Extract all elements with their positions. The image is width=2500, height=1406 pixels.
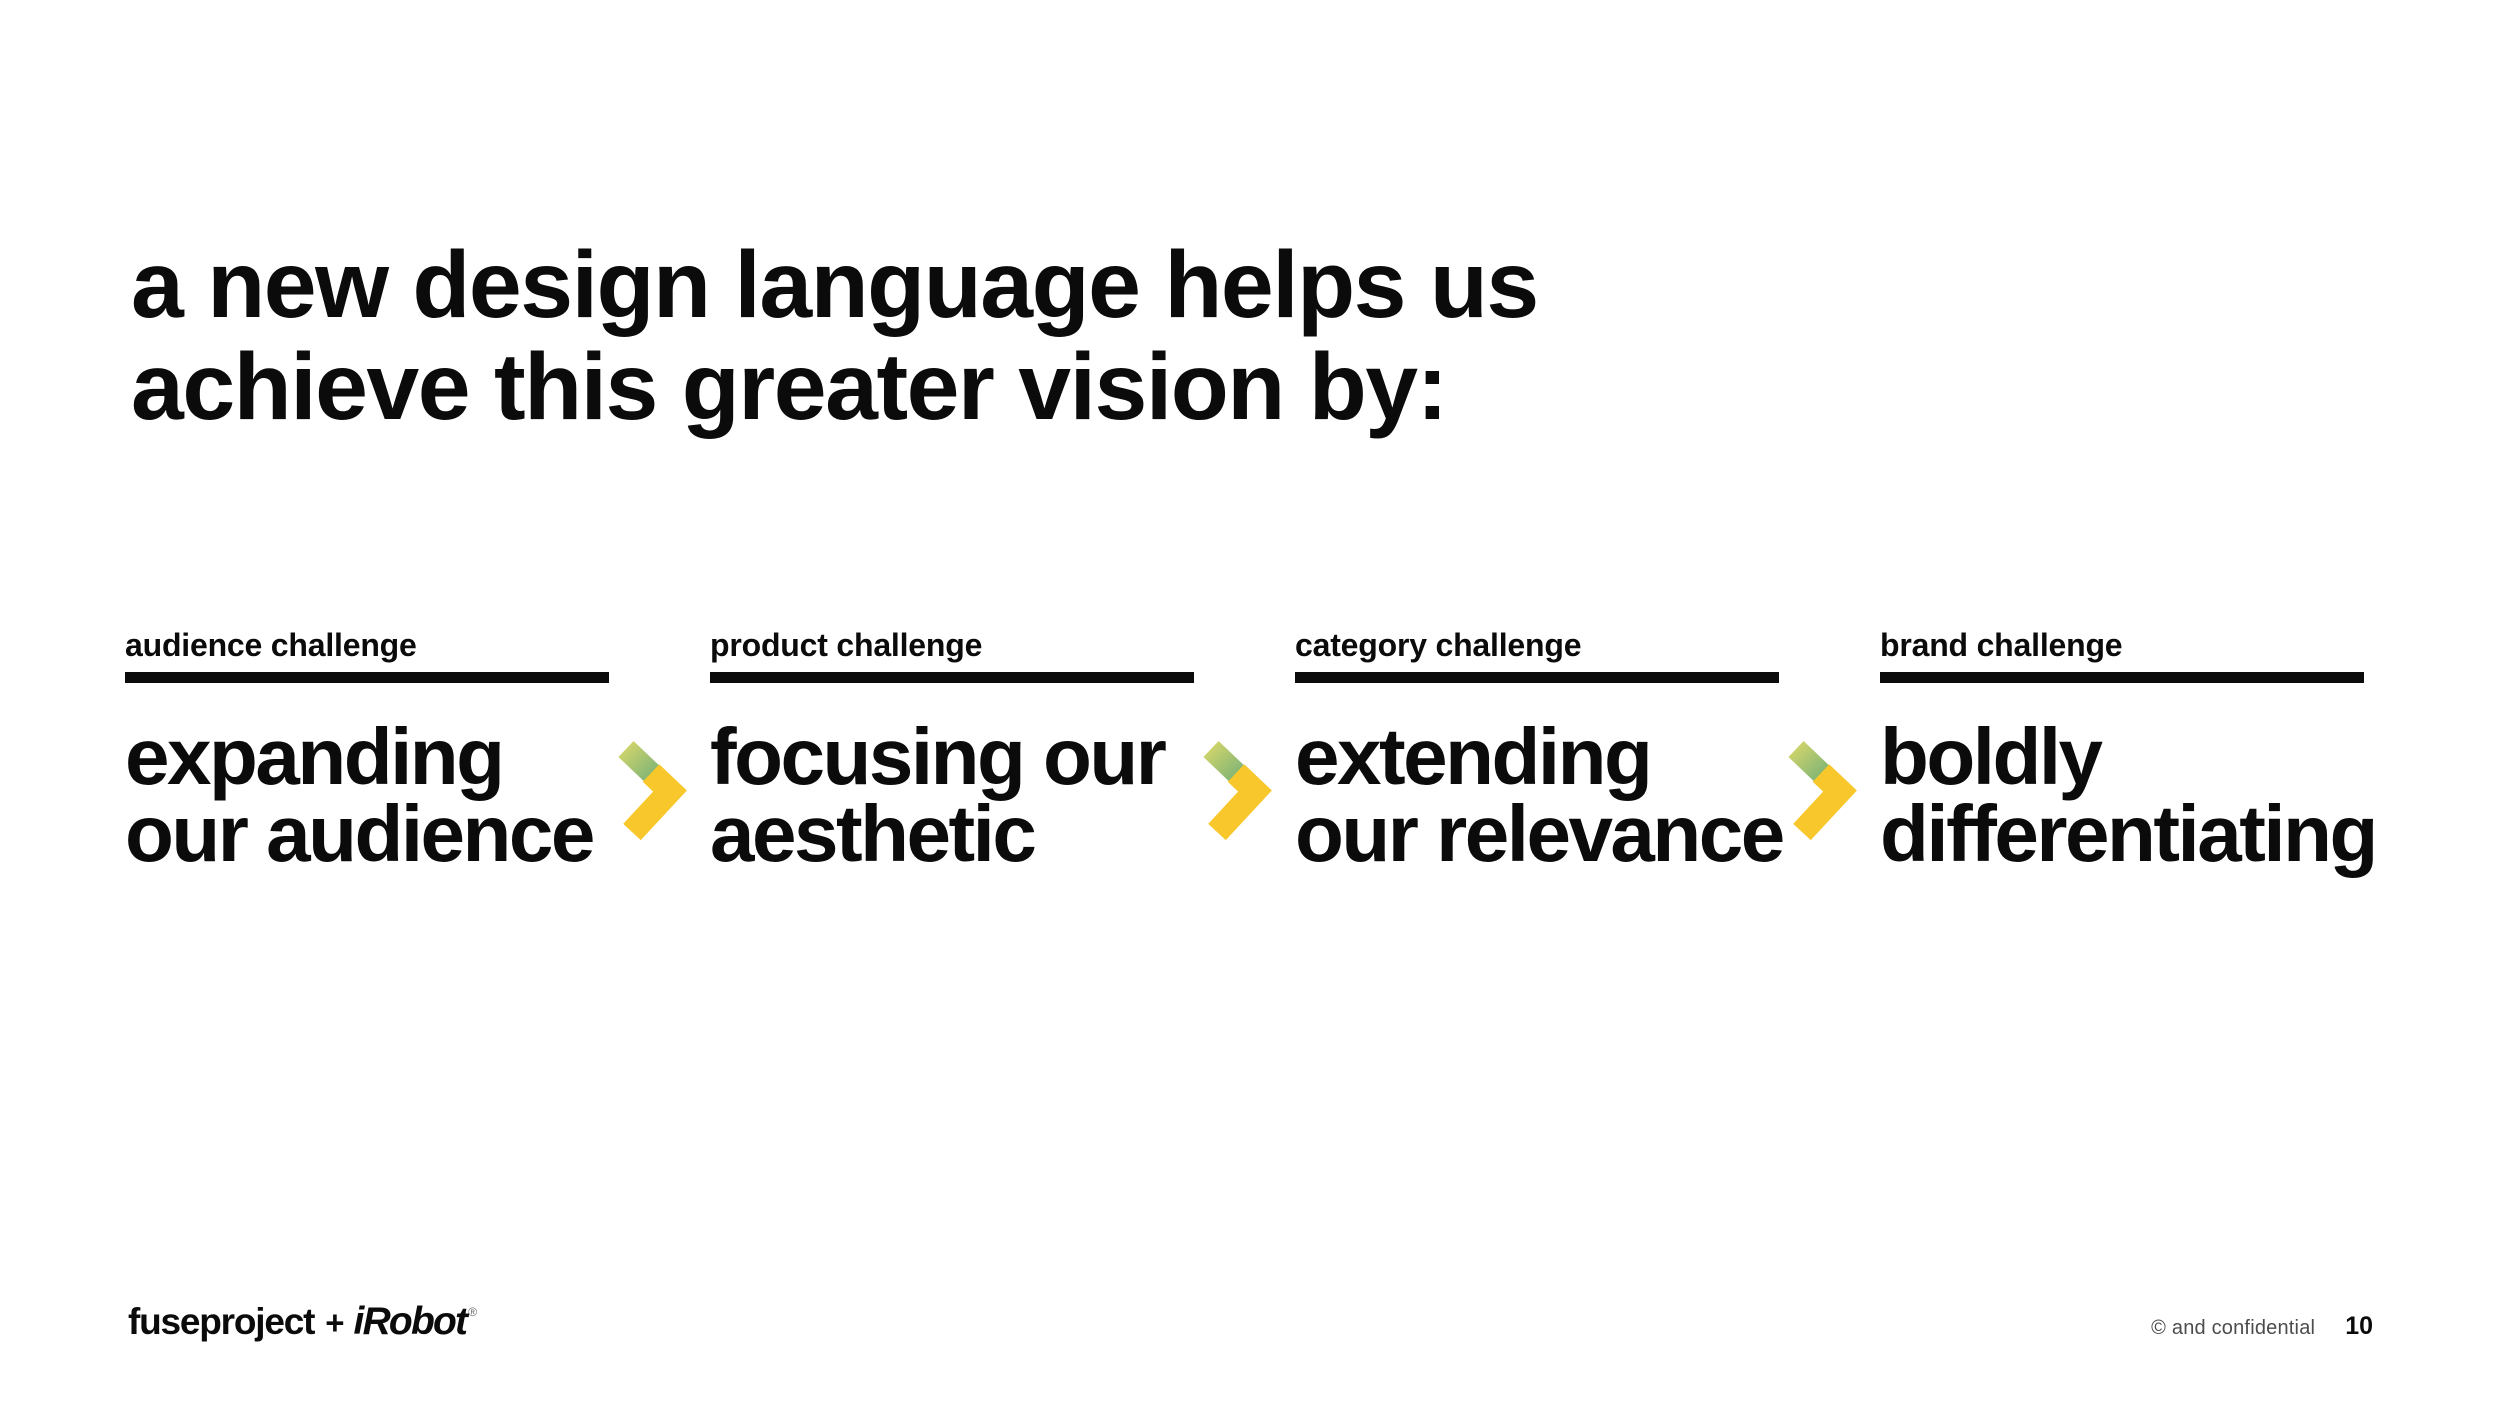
column-heading-line-2: differentiating [1880,789,2378,878]
page-title: a new design language helps us achieve t… [131,232,1539,440]
column-heading: boldly differentiating [1880,712,2378,878]
chevron-right-icon [618,741,687,841]
column-heading: focusing our aesthetic [710,712,1194,878]
column-heading-line-2: our audience [125,789,595,878]
column-brand-challenge: brand challenge boldly differentiating [1880,626,2378,878]
irobot-logo: iRobot [353,1300,468,1343]
column-heading-line-2: aesthetic [710,789,1037,878]
column-heading-line-1: focusing our [710,712,1167,801]
column-audience-challenge: audience challenge expanding our audienc… [125,626,609,878]
column-heading: extending our relevance [1295,712,1785,878]
column-category-challenge: category challenge extending our relevan… [1295,626,1785,878]
column-underline [1880,672,2364,683]
page-number: 10 [2345,1312,2373,1340]
confidential-note: © and confidential [2151,1317,2316,1339]
footer-meta: © and confidential 10 [2151,1312,2373,1341]
registered-trademark-mark: ® [468,1305,478,1319]
chevron-right-icon [1203,741,1272,841]
column-label: brand challenge [1880,627,2123,663]
column-heading: expanding our audience [125,712,609,878]
column-heading-line-1: extending [1295,712,1653,801]
column-heading-line-1: expanding [125,712,505,801]
fuseproject-logo: fuseproject [128,1301,315,1342]
chevron-right-icon [1788,741,1857,841]
column-heading-line-2: our relevance [1295,789,1785,878]
column-label: category challenge [1295,627,1582,663]
footer-logo: fuseproject + iRobot ® [128,1300,477,1344]
logo-plus-sign: + [325,1304,345,1341]
title-line-2: achieve this greater vision by: [131,334,1448,440]
column-product-challenge: product challenge focusing our aesthetic [710,626,1194,878]
column-label: product challenge [710,627,983,663]
column-underline [710,672,1194,683]
title-line-1: a new design language helps us [131,232,1539,338]
column-underline [1295,672,1779,683]
column-heading-line-1: boldly [1880,712,2103,801]
column-label: audience challenge [125,627,417,663]
column-underline [125,672,609,683]
